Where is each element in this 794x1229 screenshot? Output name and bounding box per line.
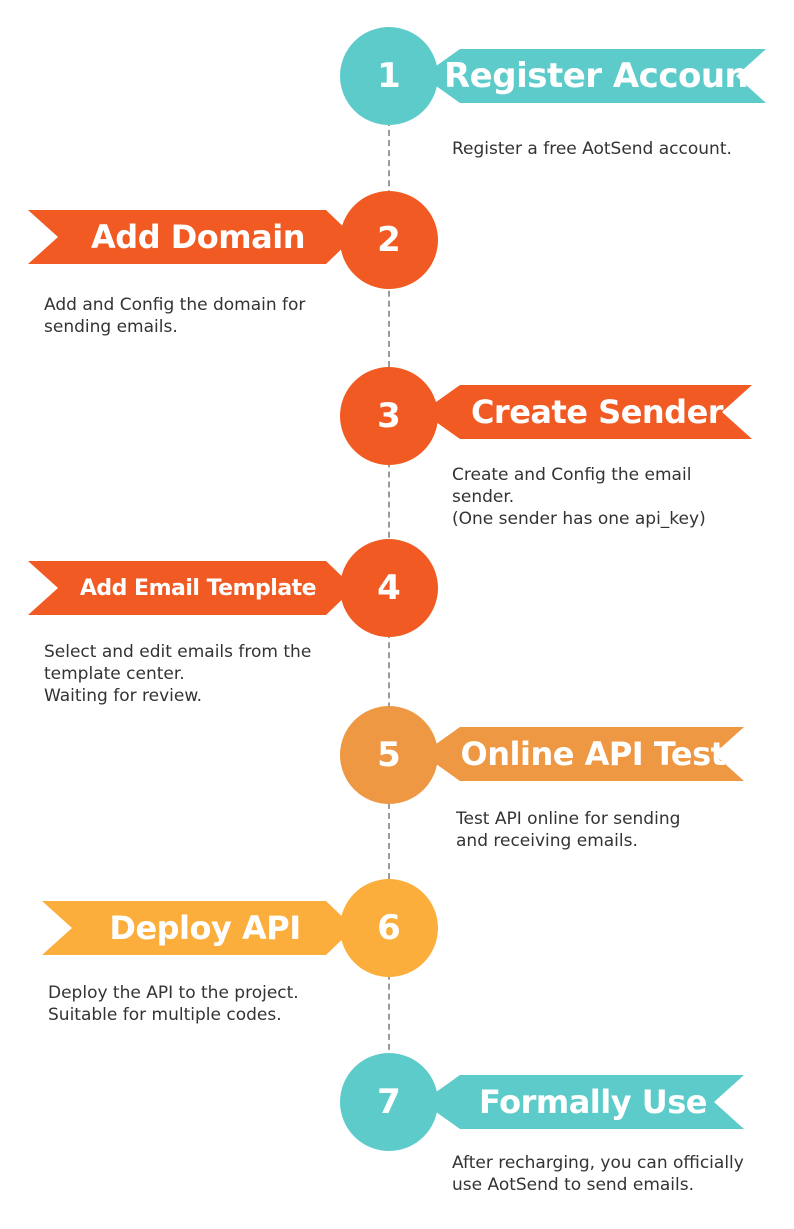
- step-4-ribbon: Add Email Template: [28, 561, 354, 615]
- step-4-line-3: Waiting for review.: [44, 686, 203, 706]
- step-4-line-1: Select and edit emails from the: [44, 642, 312, 662]
- step-3-ribbon: Create Sender: [422, 385, 752, 439]
- step-6-ribbon: Deploy API: [42, 901, 354, 955]
- step-6-number: 6: [377, 908, 401, 948]
- step-3-description: Create and Config the email sender. (One…: [452, 464, 706, 530]
- step-2-ribbon: Add Domain: [28, 210, 354, 264]
- step-7-circle: 7: [340, 1053, 438, 1151]
- step-6-line-1: Deploy the API to the project.: [48, 983, 299, 1003]
- step-4-line-2: template center.: [44, 664, 185, 684]
- step-1-number: 1: [377, 56, 401, 96]
- step-2-description: Add and Config the domain for sending em…: [44, 294, 305, 338]
- step-1-circle: 1: [340, 27, 438, 125]
- step-6-circle: 6: [340, 879, 438, 977]
- step-2-line-2: sending emails.: [44, 317, 178, 337]
- step-5-line-1: Test API online for sending: [456, 809, 681, 829]
- step-2-circle: 2: [340, 191, 438, 289]
- step-7-number: 7: [377, 1082, 401, 1122]
- step-7-line-2: use AotSend to send emails.: [452, 1175, 695, 1195]
- step-4-title: Add Email Template: [79, 575, 317, 601]
- step-1-line-1: Register a free AotSend account.: [452, 139, 732, 159]
- step-6-title: Deploy API: [109, 909, 301, 947]
- step-5-ribbon: Online API Test: [422, 727, 744, 781]
- step-3-line-1: Create and Config the email: [452, 465, 692, 485]
- step-3-line-3: (One sender has one api_key): [452, 509, 706, 529]
- step-5-number: 5: [377, 735, 401, 775]
- step-6-description: Deploy the API to the project. Suitable …: [48, 982, 299, 1026]
- step-2-title: Add Domain: [91, 218, 305, 256]
- step-5-description: Test API online for sending and receivin…: [456, 808, 680, 852]
- step-3-circle: 3: [340, 367, 438, 465]
- step-7-ribbon: Formally Use: [422, 1075, 744, 1129]
- step-3-title: Create Sender: [470, 393, 724, 431]
- step-1-ribbon: Register Account: [422, 49, 766, 103]
- step-1-title: Register Account: [443, 56, 765, 96]
- step-7-title: Formally Use: [479, 1083, 707, 1121]
- step-4-number: 4: [377, 568, 401, 608]
- step-2-line-1: Add and Config the domain for: [44, 295, 306, 315]
- step-5-circle: 5: [340, 706, 438, 804]
- step-2-number: 2: [377, 220, 401, 260]
- step-7-line-1: After recharging, you can officially: [452, 1153, 744, 1173]
- step-4-description: Select and edit emails from the template…: [44, 641, 311, 707]
- step-4-circle: 4: [340, 539, 438, 637]
- step-6-line-2: Suitable for multiple codes.: [48, 1005, 282, 1025]
- step-1-description: Register a free AotSend account.: [452, 138, 732, 160]
- step-3-number: 3: [377, 396, 401, 436]
- step-5-line-2: and receiving emails.: [456, 831, 638, 851]
- step-7-description: After recharging, you can officially use…: [452, 1152, 744, 1196]
- step-5-title: Online API Test: [460, 735, 726, 773]
- step-3-line-2: sender.: [452, 487, 515, 507]
